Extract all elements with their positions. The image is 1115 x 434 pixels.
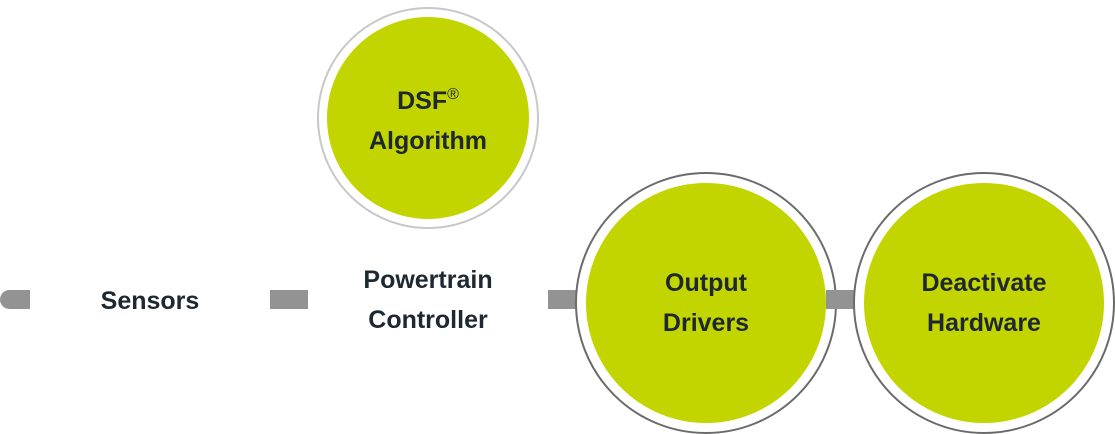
deactivate-label-line2: Hardware <box>927 309 1041 337</box>
dsf-text: DSF <box>397 87 448 115</box>
dsf-label-line1: DSF® <box>369 75 487 121</box>
connector-sensors-powertrain <box>270 290 308 309</box>
powertrain-label-line2: Controller <box>368 306 488 334</box>
deactivate-label-line1: Deactivate <box>921 269 1047 297</box>
output-label-line1: Output <box>665 269 747 297</box>
node-output-drivers: Output Drivers <box>586 183 826 423</box>
node-dsf-algorithm: DSF® Algorithm <box>327 17 529 219</box>
powertrain-label-line1: Powertrain <box>363 266 493 294</box>
node-powertrain-controller: Powertrain Controller <box>318 260 538 340</box>
dsf-label-line2: Algorithm <box>368 127 488 155</box>
sensors-label: Sensors <box>100 287 200 315</box>
node-sensors: Sensors <box>60 281 240 321</box>
registered-mark: ® <box>447 86 459 103</box>
output-label-line2: Drivers <box>662 309 750 337</box>
node-deactivate-hardware: Deactivate Hardware <box>864 183 1104 423</box>
connector-start <box>0 290 30 309</box>
